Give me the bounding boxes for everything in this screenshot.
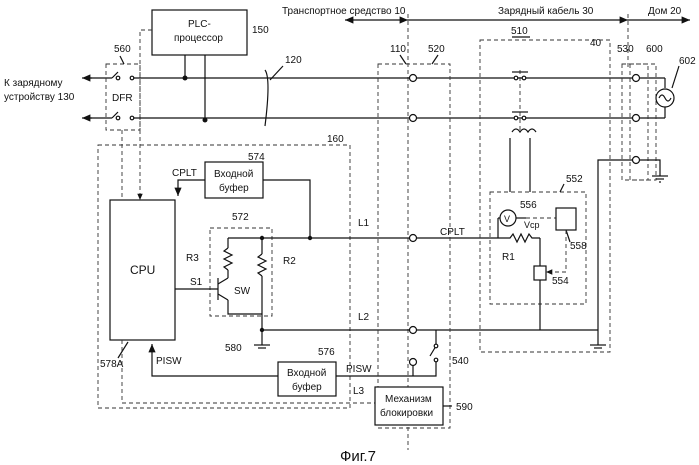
relay-510-coil: [512, 129, 536, 132]
figure-caption: Фиг.7: [340, 448, 376, 465]
r3-label: R3: [186, 253, 199, 264]
ref-120: 120: [285, 55, 302, 66]
plc-label-line1: PLC-: [188, 19, 211, 30]
buf576-line2: буфер: [292, 381, 322, 393]
r2-label: R2: [283, 256, 296, 267]
outlet-pin-gnd: [633, 157, 640, 164]
l1-label: L1: [358, 218, 370, 229]
outlet-pin-1: [633, 75, 640, 82]
cable-ground-line: [598, 160, 636, 330]
ref-150: 150: [252, 25, 269, 36]
ref-110: 110: [390, 44, 406, 55]
ref-602: 602: [679, 56, 696, 67]
ref-554: 554: [552, 276, 569, 287]
ref-540: 540: [452, 356, 469, 367]
ref-590: 590: [456, 402, 473, 413]
cable-header: Зарядный кабель 30: [498, 5, 594, 17]
sw-block-572: [210, 228, 272, 316]
558-to-554: [546, 230, 566, 272]
switch-554: [534, 266, 546, 280]
resistor-r1: [498, 234, 540, 242]
cplt-to-cpu: [178, 180, 205, 196]
lock-line1: Механизм: [385, 394, 432, 405]
ref-580: 580: [225, 343, 242, 354]
ref-560: 560: [114, 44, 131, 55]
ref-556: 556: [520, 200, 537, 211]
v-label: V: [504, 214, 510, 224]
buf574-line1: Входной: [214, 169, 253, 180]
r1-label: R1: [502, 252, 515, 263]
buf574-line2: буфер: [219, 182, 249, 194]
ref-576: 576: [318, 347, 335, 358]
lock-mechanism: [375, 387, 443, 425]
vcp-label: Vcp: [524, 220, 540, 230]
ref-530: 530: [617, 44, 634, 55]
cplt-in-label: CPLT: [172, 168, 197, 179]
ref-572: 572: [232, 212, 249, 223]
pisw-line-label: PISW: [346, 364, 372, 375]
ref-558: 558: [570, 241, 587, 252]
buf574-input-line: [263, 180, 310, 238]
cplt-line-label: CPLT: [440, 227, 465, 238]
ref-520: 520: [428, 44, 445, 55]
switch-540: [413, 330, 436, 376]
plc-cpu-dashed-link: [140, 30, 152, 195]
ref-552: 552: [566, 174, 583, 185]
sw-label: SW: [234, 286, 251, 297]
ref-574: 574: [248, 152, 265, 163]
oscillator-558: [556, 208, 576, 230]
pin-cplt: [410, 235, 417, 242]
pin-pisw: [410, 359, 417, 366]
vehicle-header: Транспортное средство 10: [282, 6, 406, 17]
plc-label-line2: процессор: [174, 33, 223, 44]
buf576-line1: Входной: [287, 368, 326, 379]
resistor-r3: [224, 248, 232, 270]
ref-578a: 578A: [100, 359, 124, 370]
pin-power-bottom: [410, 115, 417, 122]
pin-power-top: [410, 75, 417, 82]
pisw-cpu-label: PISW: [156, 356, 182, 367]
dfr-label: DFR: [112, 93, 133, 104]
ref-600: 600: [646, 44, 663, 55]
charger-label-line1: К зарядному: [4, 78, 63, 89]
house-header: Дом 20: [648, 6, 682, 17]
l3-label: L3: [353, 386, 365, 397]
outlet-pin-2: [633, 115, 640, 122]
l2-label: L2: [358, 312, 370, 323]
ccid-frame: [480, 40, 610, 352]
ref-40: 40: [590, 38, 602, 49]
cpu-lock-dashed-link: [122, 340, 375, 403]
s1-label: S1: [190, 277, 203, 288]
cpu-label: CPU: [130, 263, 155, 277]
ref-160: 160: [327, 134, 344, 145]
pin-ground: [410, 327, 417, 334]
charger-label-line2: устройству 130: [4, 92, 75, 103]
ref-510: 510: [511, 26, 528, 37]
lock-line2: блокировки: [380, 407, 433, 419]
resistor-r2: [258, 254, 266, 276]
